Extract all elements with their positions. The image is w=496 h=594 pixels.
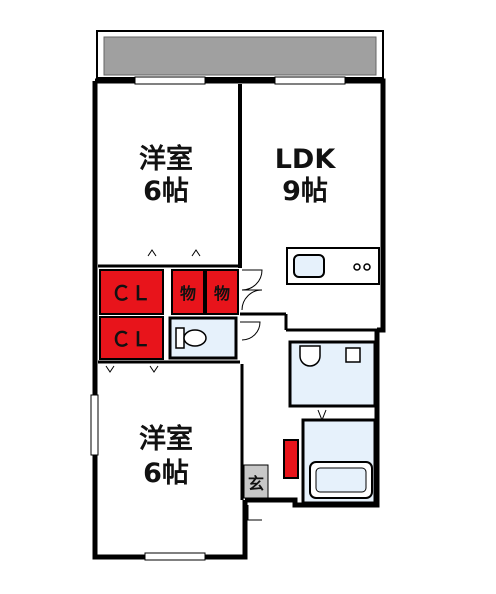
entrance-label: 玄 — [248, 474, 264, 493]
shoe-storage — [283, 439, 299, 479]
stove-burner-icon — [353, 263, 361, 271]
closet-north: ＣＬ — [99, 269, 164, 315]
western-room-north: 洋室 6帖 — [98, 84, 242, 268]
closet-north-label: ＣＬ — [111, 281, 151, 305]
toilet-tank-icon — [175, 327, 185, 349]
ldk-label-1: LDK — [275, 144, 337, 175]
closet-south-label: ＣＬ — [111, 327, 151, 351]
storage-2-label: 物 — [214, 284, 230, 303]
western-room-south-label-2: 6帖 — [143, 458, 189, 489]
windows — [90, 76, 346, 561]
storage-1-label: 物 — [180, 284, 196, 303]
balcony — [96, 30, 384, 79]
washing-machine-icon — [345, 347, 361, 363]
washroom — [288, 340, 377, 408]
bathroom — [301, 418, 377, 505]
storage-1: 物 — [171, 269, 205, 315]
western-room-south-label-1: 洋室 — [139, 423, 193, 455]
western-room-north-label-1: 洋室 — [139, 143, 193, 175]
ldk-room: LDK 9帖 — [275, 144, 337, 207]
storage-2: 物 — [205, 269, 239, 315]
hallway-walls — [240, 312, 377, 500]
closet-south: ＣＬ — [99, 316, 164, 360]
entrance: 玄 — [243, 464, 269, 499]
door-swings — [105, 249, 327, 521]
ldk-label-2: 9帖 — [282, 176, 328, 207]
kitchen-counter — [286, 247, 380, 285]
western-room-north-label-2: 6帖 — [143, 176, 189, 207]
stove-burner-icon — [363, 263, 371, 271]
washbasin-icon — [299, 345, 321, 367]
western-room-south: 洋室 6帖 — [98, 360, 240, 489]
toilet-room — [168, 316, 238, 360]
sink-icon — [293, 254, 325, 278]
toilet-bowl-icon — [183, 329, 207, 347]
